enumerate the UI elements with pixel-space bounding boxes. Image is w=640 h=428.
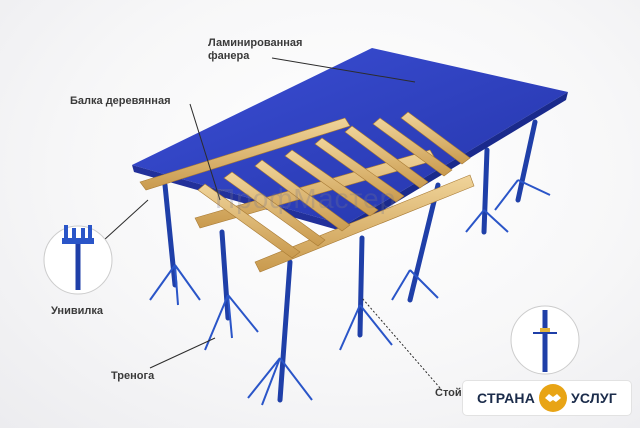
badge-right-text: УСЛУГ bbox=[571, 390, 617, 406]
label-plywood: Ламинированная фанера bbox=[208, 37, 302, 63]
tripods bbox=[149, 179, 551, 406]
leader-lines bbox=[103, 57, 441, 389]
strana-uslug-badge[interactable]: СТРАНА УСЛУГ bbox=[463, 381, 631, 415]
badge-left-text: СТРАНА bbox=[477, 390, 535, 406]
wood-beams-secondary bbox=[197, 111, 471, 259]
wood-beams-primary bbox=[139, 117, 475, 273]
watermark: ПрофМастер bbox=[215, 183, 397, 214]
label-tripod: Тренога bbox=[111, 370, 155, 382]
prop-detail bbox=[510, 305, 580, 375]
fork-detail bbox=[43, 225, 113, 295]
label-plywood-line2: фанера bbox=[208, 50, 250, 62]
label-beam: Балка деревянная bbox=[70, 95, 171, 107]
label-plywood-line1: Ламинированная bbox=[208, 37, 303, 49]
label-prop: Стойк bbox=[435, 387, 468, 399]
handshake-icon bbox=[539, 384, 567, 412]
steel-props bbox=[162, 119, 538, 403]
label-fork: Унивилка bbox=[51, 305, 103, 317]
